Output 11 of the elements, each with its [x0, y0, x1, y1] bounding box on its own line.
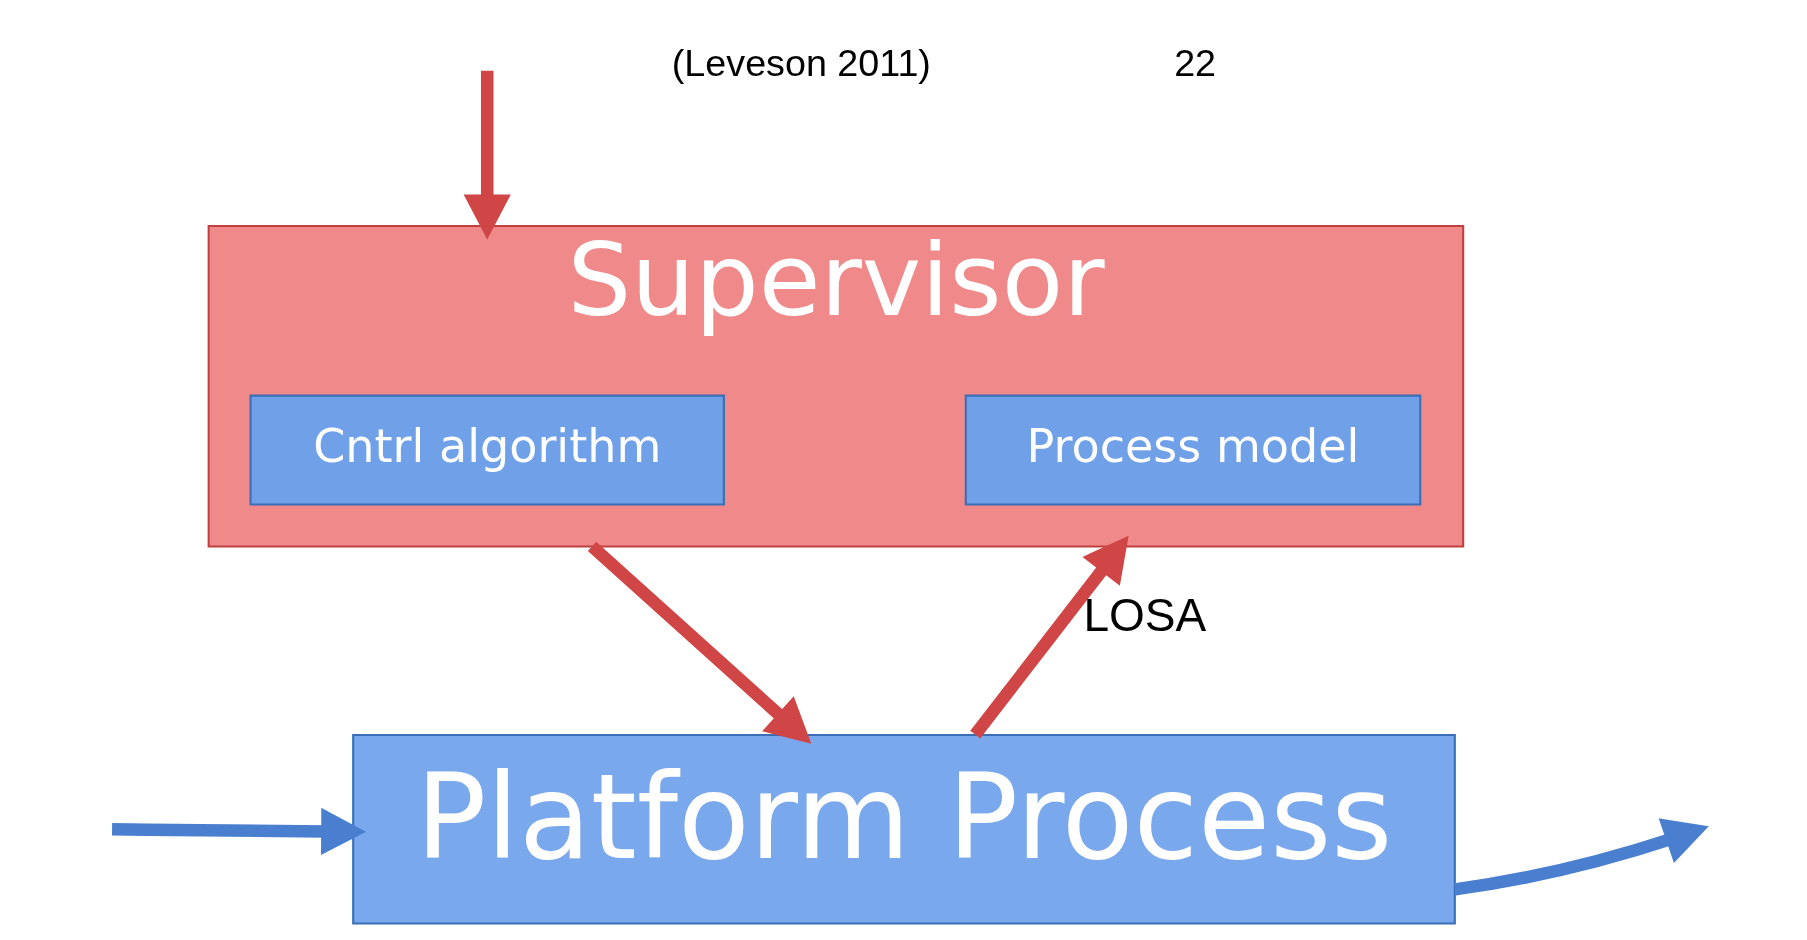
label: 22 — [1173, 42, 1216, 85]
arrow — [1453, 818, 1709, 896]
arrow — [587, 541, 811, 744]
node-box: Process model — [964, 394, 1421, 506]
arrow — [111, 807, 366, 855]
edge-label: LOSA — [1082, 589, 1206, 642]
node-box: Cntrl algorithm — [249, 394, 725, 506]
arrow — [463, 70, 511, 240]
node-box: Platform Process — [351, 733, 1456, 925]
label: (Leveson 2011) — [671, 42, 931, 85]
arrow — [969, 535, 1129, 739]
